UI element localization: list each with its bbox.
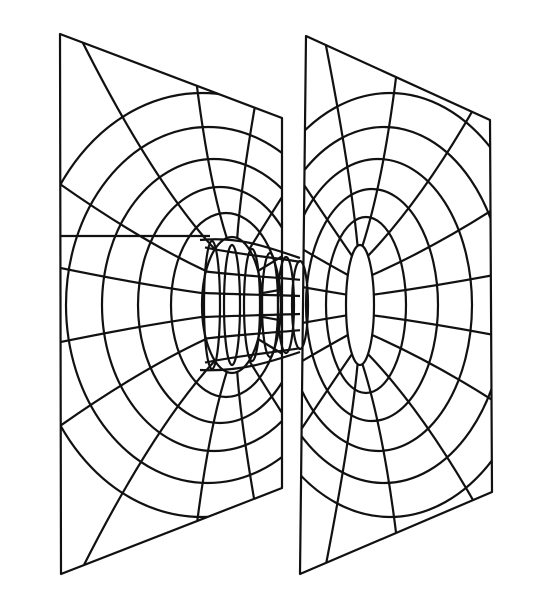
left-radial-line (81, 359, 216, 568)
right-ring (300, 157, 474, 453)
right-radial-line (300, 314, 347, 362)
right-radial-line (361, 363, 407, 574)
throat-line (204, 329, 301, 340)
right-ring (344, 243, 376, 367)
throat-line (204, 291, 301, 298)
left-radials (60, 34, 282, 574)
left-radial-line (60, 144, 207, 272)
right-ring (300, 91, 492, 519)
throat-ring (242, 247, 262, 363)
left-radial-line (185, 371, 228, 574)
throat-bottom-edge (199, 350, 301, 372)
throat-lines (204, 246, 301, 364)
left-ring (100, 157, 282, 453)
throat-line (204, 246, 301, 263)
left-ring (136, 185, 282, 425)
left-radial-line (257, 338, 282, 466)
throat-line (204, 270, 301, 281)
right-ring (324, 215, 408, 395)
throat-top-edge (199, 238, 301, 260)
right-rings (300, 91, 492, 519)
right-radial-line (373, 248, 492, 296)
left-ring (169, 211, 282, 399)
throat-line (204, 312, 301, 319)
throat-line (204, 347, 301, 364)
throat-ring (260, 251, 280, 359)
right-radial-line (313, 36, 359, 247)
right-ring (300, 125, 492, 485)
left-radial-line (248, 42, 282, 250)
left-radial-line (60, 315, 203, 362)
throat-ring (276, 255, 296, 355)
left-radial-line (60, 248, 203, 295)
right-sheet (298, 34, 494, 576)
left-radial-line (236, 371, 279, 574)
left-rings (60, 91, 282, 519)
throat-ring (202, 239, 222, 371)
right-sheet-frame (298, 34, 494, 576)
right-radial-line (371, 144, 492, 277)
right-radial-line (373, 314, 492, 362)
left-ring (60, 91, 282, 519)
right-radial-line (313, 363, 359, 574)
left-radial-line (60, 338, 207, 466)
left-sheet (58, 32, 284, 576)
left-ring (200, 235, 264, 375)
right-radial-line (371, 333, 492, 466)
right-radial-line (300, 144, 349, 276)
right-radial-line (300, 42, 353, 257)
left-radial-line (185, 34, 228, 239)
left-ring (64, 125, 282, 485)
right-radials (300, 36, 492, 574)
right-radial-line (300, 334, 349, 466)
left-radial-line (248, 360, 282, 568)
right-radial-line (361, 36, 407, 247)
left-radial-line (236, 34, 279, 239)
right-ring (304, 187, 440, 423)
throat-ring (222, 243, 242, 367)
right-radial-line (300, 353, 353, 568)
left-sheet-frame (58, 32, 284, 576)
left-radial-line (81, 42, 216, 251)
left-radial-line (257, 144, 282, 272)
wormhole-throat (199, 238, 310, 372)
right-radial-line (300, 248, 347, 296)
